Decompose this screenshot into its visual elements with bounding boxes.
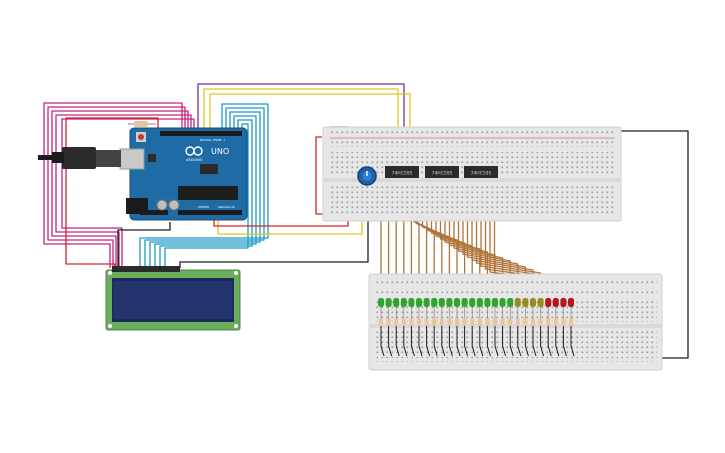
- chip-2-label: 74HC595: [432, 171, 453, 177]
- led-10[interactable]: [446, 298, 453, 357]
- wire-black-3: [604, 130, 689, 359]
- wire-cyan-2: [149, 111, 261, 268]
- led-24[interactable]: [552, 298, 560, 357]
- wire-yellow-top-1: [203, 88, 399, 152]
- resistor-7: [424, 318, 429, 326]
- led-14[interactable]: [476, 298, 484, 357]
- resistor-20: [523, 318, 528, 326]
- arduino-power-label: POWER: [198, 205, 209, 209]
- resistor-9: [439, 318, 444, 326]
- wire-magenta-2: [51, 110, 189, 268]
- arduino-brand: UNO: [211, 147, 229, 156]
- wire-magenta-4: [61, 118, 195, 268]
- wire-cyan-3: [154, 115, 257, 268]
- resistor-10: [447, 318, 452, 326]
- led-23[interactable]: [545, 298, 552, 357]
- resistor-18: [508, 318, 513, 326]
- potentiometer[interactable]: [357, 166, 377, 186]
- led-3[interactable]: [393, 298, 400, 357]
- arduino-logo-icon: [185, 146, 203, 156]
- led-18[interactable]: [507, 298, 514, 357]
- led-22[interactable]: [537, 298, 545, 357]
- resistor-4: [401, 318, 406, 326]
- resistor-11: [455, 318, 459, 326]
- led-25[interactable]: [560, 298, 567, 357]
- resistor-5: [409, 318, 414, 326]
- led-1[interactable]: [378, 298, 385, 357]
- wire-yellow-top-2: [209, 93, 411, 150]
- led-13[interactable]: [469, 298, 476, 357]
- wire-black-1: [117, 222, 171, 268]
- resistor-15: [485, 318, 490, 326]
- led-17[interactable]: [499, 298, 507, 357]
- led-19[interactable]: [514, 298, 522, 357]
- resistor-23: [546, 318, 551, 326]
- wire-purple-top: [197, 83, 405, 150]
- resistor-14: [477, 318, 482, 326]
- led-7[interactable]: [423, 298, 431, 357]
- lcd-display[interactable]: [105, 266, 241, 331]
- led-8[interactable]: [431, 298, 438, 357]
- led-12[interactable]: [461, 298, 469, 357]
- led-11[interactable]: [454, 298, 461, 357]
- arduino-digital-label: DIGITAL (PWM~): [200, 138, 225, 142]
- arduino-logo-text: ARDUINO: [186, 158, 203, 162]
- resistor-21: [531, 318, 535, 326]
- wire-red-1: [65, 117, 159, 268]
- resistor-12: [462, 318, 467, 326]
- resistor-17: [500, 318, 505, 326]
- wire-cyan-4: [159, 119, 253, 268]
- led-4[interactable]: [400, 298, 408, 357]
- resistor-25: [561, 318, 566, 326]
- chip-3[interactable]: 74HC595: [464, 166, 498, 178]
- led-9[interactable]: [438, 298, 446, 357]
- wire-cyan-1: [144, 107, 265, 268]
- led-16[interactable]: [492, 298, 499, 357]
- resistor-13: [470, 318, 475, 326]
- resistor-lcd: [128, 121, 156, 127]
- wire-magenta-3: [55, 114, 192, 268]
- chip-1-label: 74HC595: [392, 171, 413, 177]
- wire-cyan-0: [139, 103, 269, 268]
- chip-2[interactable]: 74HC595: [425, 166, 459, 178]
- led-26[interactable]: [568, 298, 575, 357]
- resistor-8: [432, 318, 437, 326]
- led-21[interactable]: [530, 298, 537, 357]
- resistor-6: [417, 318, 421, 326]
- led-20[interactable]: [522, 298, 529, 357]
- led-6[interactable]: [416, 298, 423, 357]
- arduino-board[interactable]: UNO ARDUINO DIGITAL (PWM~) POWER ANALOG …: [126, 127, 248, 221]
- resistor-16: [493, 318, 497, 326]
- led-15[interactable]: [484, 298, 491, 357]
- chip-1[interactable]: 74HC595: [385, 166, 419, 178]
- led-5[interactable]: [408, 298, 415, 357]
- resistor-3: [394, 318, 399, 326]
- resistor-26: [569, 318, 573, 326]
- resistor-1: [379, 318, 383, 326]
- resistor-24: [553, 318, 558, 326]
- arduino-analog-label: ANALOG IN: [218, 205, 235, 209]
- wire-cyan-5: [164, 123, 249, 268]
- resistor-19: [515, 318, 520, 326]
- resistor-22: [538, 318, 543, 326]
- led-array: [378, 298, 575, 357]
- usb-cable[interactable]: [38, 147, 145, 170]
- resistor-2: [386, 318, 391, 326]
- chip-3-label: 74HC595: [471, 171, 492, 177]
- led-2[interactable]: [385, 298, 393, 357]
- wire-black-4: [179, 212, 369, 268]
